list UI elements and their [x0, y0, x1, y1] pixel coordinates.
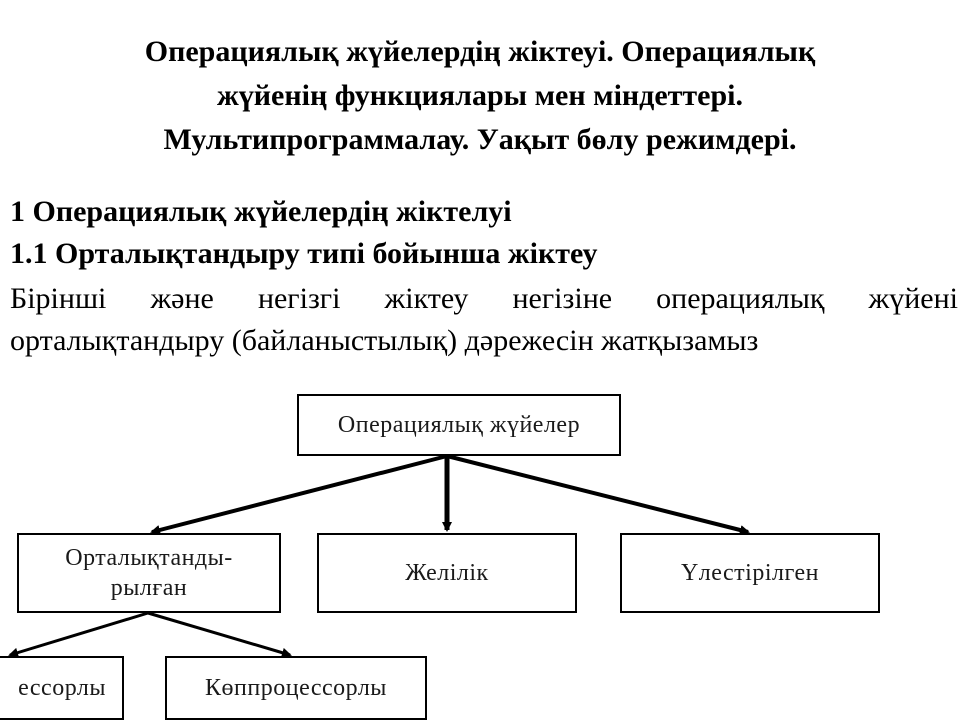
distributed-box: Үлестірілген [620, 533, 880, 613]
arrow-to-uniprocessor [8, 611, 149, 658]
uniprocessor-box: ессорлы [0, 656, 124, 720]
network-box: Желілік [317, 533, 577, 613]
centralized-box: Орталықтанды- рылған [17, 533, 281, 613]
paragraph-line-2: орталықтандыру (байланыстылық) дәрежесін… [10, 324, 759, 357]
title-line-3: Мультипрограммалау. Уақыт бөлу режимдері… [163, 123, 797, 156]
multiprocessor-box: Көппроцессорлы [165, 656, 427, 720]
title-line-2: жүйенің функциялары мен міндеттері. [217, 79, 743, 112]
slide-title: Операциялық жүйелердің жіктеуі. Операция… [40, 30, 920, 162]
distributed-label: Үлестірілген [680, 560, 820, 586]
subsection-heading: 1.1 Орталықтандыру типі бойынша жіктеу [10, 237, 598, 270]
classification-diagram: Операциялық жүйелер Орталықтанды- рылған… [0, 380, 960, 720]
section-heading: 1 Операциялық жүйелердің жіктелуі [10, 195, 512, 228]
os-root-box: Операциялық жүйелер [297, 394, 621, 456]
paragraph-line-1: Бірінші және негізгі жіктеу негізіне опе… [10, 282, 958, 315]
centralized-label: Орталықтанды- рылған [65, 543, 233, 603]
title-line-1: Операциялық жүйелердің жіктеуі. Операция… [144, 35, 816, 68]
os-root-label: Операциялық жүйелер [337, 412, 581, 438]
centralized-label-line1: Орталықтанды- [65, 545, 233, 571]
uniprocessor-label: ессорлы [18, 675, 106, 701]
diagram-connectors [8, 454, 750, 658]
multiprocessor-label: Көппроцессорлы [205, 675, 387, 701]
arrow-to-distributed [446, 454, 750, 535]
arrow-to-centralized [150, 454, 448, 535]
network-label: Желілік [405, 560, 489, 586]
arrow-to-multiprocessor [147, 611, 292, 658]
centralized-label-line2: рылған [110, 575, 188, 601]
